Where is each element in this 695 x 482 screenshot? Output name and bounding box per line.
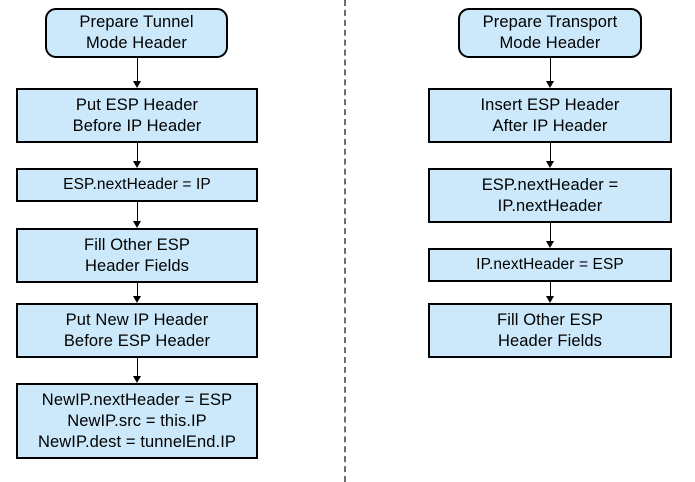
transport-arrow-1-head [546,81,555,88]
node-tunnel-start[interactable]: Prepare Tunnel Mode Header [45,8,228,58]
transport-arrow-4 [550,282,551,297]
node-label-tunnel-fill-other: Fill Other ESP Header Fields [84,235,190,275]
tunnel-arrow-3 [137,202,138,222]
node-label-transport-fill-other: Fill Other ESP Header Fields [497,310,603,350]
transport-arrow-2-head [546,161,555,168]
tunnel-arrow-4 [137,283,138,297]
node-label-transport-start: Prepare Transport Mode Header [482,13,618,52]
node-label-tunnel-put-esp: Put ESP Header Before IP Header [72,95,202,135]
tunnel-arrow-4-head [133,296,142,303]
tunnel-arrow-1-head [133,81,142,88]
node-transport-esp-nextheader[interactable]: ESP.nextHeader = IP.nextHeader [428,168,672,223]
node-transport-ip-nextheader[interactable]: IP.nextHeader = ESP [428,248,672,282]
node-transport-start[interactable]: Prepare Transport Mode Header [458,8,642,58]
transport-arrow-4-head [546,296,555,303]
node-tunnel-newip-fields[interactable]: NewIP.nextHeader = ESP NewIP.src = this.… [16,383,258,459]
node-tunnel-put-esp[interactable]: Put ESP Header Before IP Header [16,88,258,143]
vertical-dashed-separator [344,0,346,482]
node-tunnel-put-new-ip[interactable]: Put New IP Header Before ESP Header [16,303,258,358]
transport-arrow-3-head [546,241,555,248]
tunnel-arrow-3-head [133,221,142,228]
tunnel-arrow-5 [137,358,138,377]
node-label-tunnel-esp-nextheader: ESP.nextHeader = IP [63,176,211,193]
tunnel-arrow-5-head [133,376,142,383]
node-transport-fill-other[interactable]: Fill Other ESP Header Fields [428,303,672,358]
transport-arrow-3 [550,223,551,242]
tunnel-arrow-2-head [133,161,142,168]
node-label-tunnel-newip-fields: NewIP.nextHeader = ESP NewIP.src = this.… [37,390,237,451]
node-tunnel-fill-other[interactable]: Fill Other ESP Header Fields [16,228,258,283]
node-transport-insert-esp[interactable]: Insert ESP Header After IP Header [428,88,672,143]
node-label-transport-esp-nextheader: ESP.nextHeader = IP.nextHeader [481,175,619,215]
node-label-transport-ip-nextheader: IP.nextHeader = ESP [476,256,624,273]
transport-arrow-1 [550,58,551,82]
node-label-tunnel-put-new-ip: Put New IP Header Before ESP Header [63,310,211,350]
node-label-tunnel-start: Prepare Tunnel Mode Header [79,13,194,52]
tunnel-arrow-1 [137,58,138,82]
transport-arrow-2 [550,143,551,162]
node-tunnel-esp-nextheader[interactable]: ESP.nextHeader = IP [16,168,258,202]
node-label-transport-insert-esp: Insert ESP Header After IP Header [480,95,620,135]
tunnel-arrow-2 [137,143,138,162]
